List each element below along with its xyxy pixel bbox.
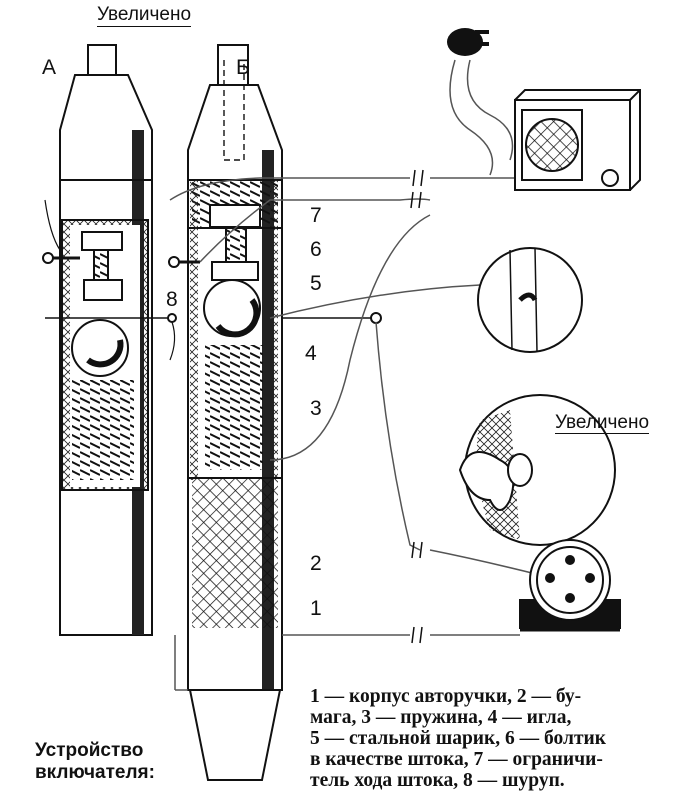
part-label-7: 7 bbox=[310, 204, 322, 227]
legend-line: 1 — корпус авторучки, 2 — бу- bbox=[310, 686, 582, 707]
legend-line: в качестве штока, 7 — ограничи- bbox=[310, 749, 603, 770]
part-label-5: 5 bbox=[310, 272, 322, 295]
pen-a bbox=[42, 44, 177, 636]
wire-breaks bbox=[410, 169, 424, 644]
alarm-clock-magnifier bbox=[458, 394, 616, 546]
power-plug-icon bbox=[447, 28, 489, 56]
wires bbox=[169, 59, 541, 691]
pen-b bbox=[168, 44, 382, 781]
magnified-label-top: Увеличено bbox=[97, 4, 192, 27]
part-label-8: 8 bbox=[166, 288, 178, 311]
legend-line: 5 — стальной шарик, 6 — болтик bbox=[310, 728, 606, 749]
part-label-2: 2 bbox=[310, 552, 322, 575]
legend-line: тель хода штока, 8 — шуруп. bbox=[310, 770, 565, 791]
part-label-4: 4 bbox=[305, 342, 317, 365]
title-line: Устройство bbox=[35, 740, 144, 761]
part-label-3: 3 bbox=[310, 397, 322, 420]
title-line: включателя: bbox=[35, 762, 155, 783]
pen-a-label: А bbox=[42, 56, 57, 79]
alarm-clock-icon bbox=[519, 539, 621, 632]
figure-title: Устройство включателя: bbox=[35, 740, 155, 784]
radio-receiver bbox=[514, 89, 641, 191]
magnified-label-right: Увеличено bbox=[555, 412, 650, 434]
parts-legend: 1 — корпус авторучки, 2 — бу- мага, 3 — … bbox=[310, 686, 680, 791]
needle-magnifier bbox=[477, 247, 583, 353]
part-label-6: 6 bbox=[310, 238, 322, 261]
legend-line: мага, 3 — пружина, 4 — игла, bbox=[310, 707, 572, 728]
pen-b-label: Б bbox=[236, 56, 250, 79]
part-label-1: 1 bbox=[310, 597, 322, 620]
